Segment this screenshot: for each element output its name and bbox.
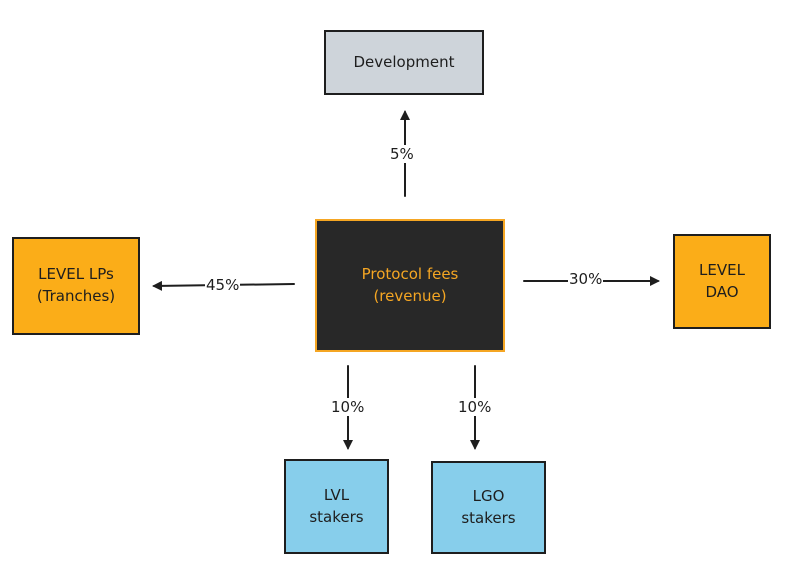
- level-lps-line2: (Tranches): [36, 287, 116, 305]
- edge-label-development: 5%: [389, 145, 415, 163]
- edge-label-lgo: 10%: [457, 398, 493, 416]
- lgo-stakers-line2: stakers: [461, 508, 516, 527]
- level-dao-box: LEVEL DAO: [673, 234, 771, 329]
- level-dao-line2: DAO: [705, 282, 739, 301]
- protocol-fees-line2: (revenue): [373, 286, 447, 305]
- lvl-stakers-box: LVL stakers: [284, 459, 389, 554]
- development-label: Development: [353, 52, 455, 71]
- edge-label-lps: 45%: [205, 276, 241, 294]
- edge-label-dao: 30%: [568, 270, 604, 288]
- lgo-stakers-line1: LGO: [472, 486, 505, 505]
- lvl-stakers-line2: stakers: [309, 507, 364, 526]
- level-lps-box: LEVEL LPs (Tranches): [12, 237, 140, 335]
- protocol-fees-line1: Protocol fees: [361, 264, 459, 283]
- development-box: Development: [324, 30, 484, 95]
- level-lps-line1: LEVEL LPs: [38, 265, 114, 284]
- lgo-stakers-box: LGO stakers: [431, 461, 546, 554]
- level-dao-line1: LEVEL: [699, 260, 745, 279]
- protocol-fees-box: Protocol fees (revenue): [315, 219, 505, 352]
- lvl-stakers-line1: LVL: [323, 485, 350, 504]
- edge-label-lvl: 10%: [330, 398, 366, 416]
